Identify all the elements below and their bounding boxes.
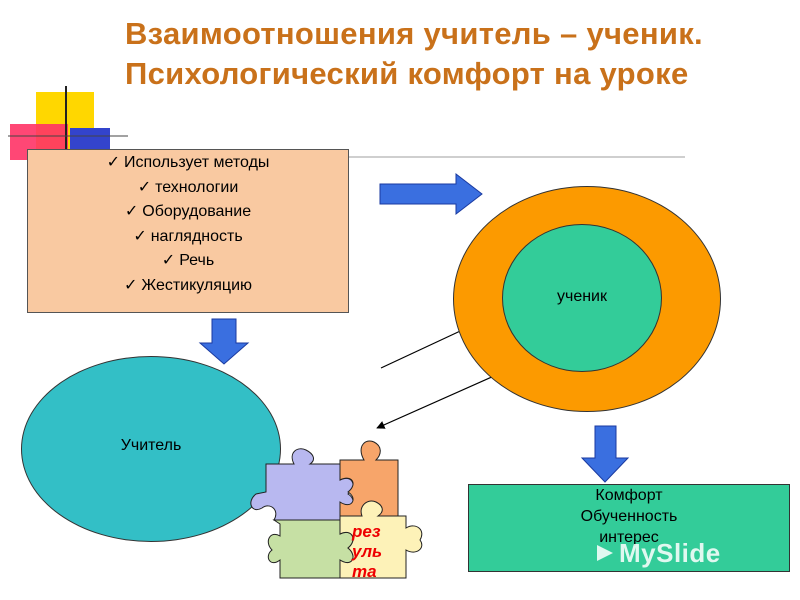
results-box: Комфорт Обученность интерес <box>468 484 790 572</box>
check-icon: ✓ <box>133 227 147 245</box>
method-item: ✓Использует методы <box>28 151 348 176</box>
puzzle-graphic <box>250 440 423 579</box>
method-item: ✓Оборудование <box>28 200 348 225</box>
play-icon <box>597 545 613 561</box>
result-line: интерес <box>599 529 659 546</box>
right-block-arrow <box>379 172 483 216</box>
result-line: Обученность <box>580 508 678 525</box>
check-icon: ✓ <box>106 154 120 171</box>
arrow-student-to-teacher <box>376 367 513 429</box>
teacher-ellipse <box>21 356 281 542</box>
title-rule <box>125 156 685 158</box>
down-block-arrow-right <box>580 425 630 483</box>
method-item: ✓технологии <box>28 176 348 201</box>
puzzle-piece-cream <box>339 500 423 579</box>
check-icon: ✓ <box>137 178 152 196</box>
puzzle-piece-lavender <box>250 448 354 521</box>
methods-box: ✓Использует методы ✓технологии ✓Оборудов… <box>27 149 349 313</box>
methods-list: ✓Использует методы ✓технологии ✓Оборудов… <box>28 151 348 298</box>
watermark: MySlide <box>594 538 721 569</box>
decorative-squares <box>8 86 128 166</box>
puzzle-text: рез уль та <box>352 522 383 581</box>
student-label: ученик <box>556 288 607 305</box>
teacher-label: Учитель <box>120 437 182 454</box>
down-block-arrow-left <box>198 318 250 365</box>
check-icon: ✓ <box>161 252 176 269</box>
method-item: ✓наглядность <box>28 225 348 250</box>
method-item: ✓Жестикуляцию <box>28 274 348 299</box>
check-icon: ✓ <box>123 276 138 294</box>
page-title: Взаимоотношения учитель – ученик. Психол… <box>125 16 703 91</box>
student-inner-circle <box>502 224 662 372</box>
check-icon: ✓ <box>124 203 139 220</box>
method-item: ✓Речь <box>28 249 348 274</box>
result-line: Комфорт <box>595 487 663 504</box>
